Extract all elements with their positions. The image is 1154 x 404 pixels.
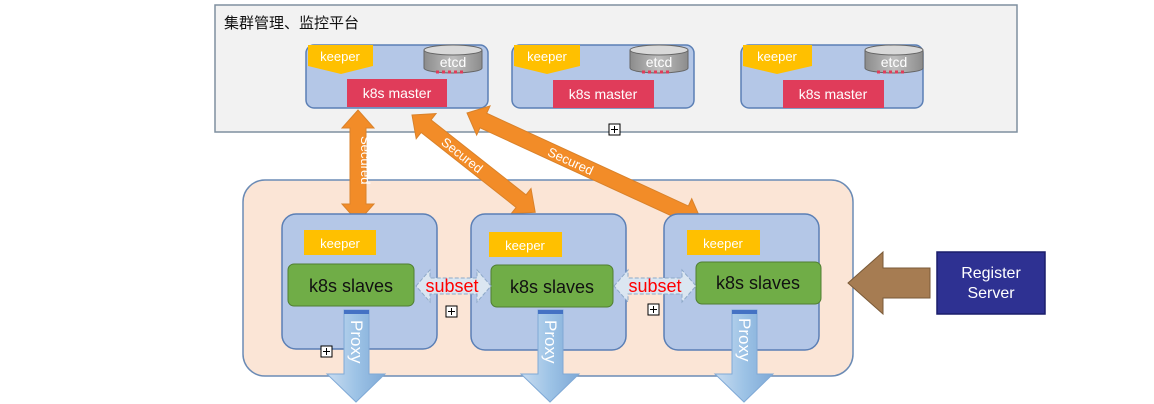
keeper-label: keeper bbox=[320, 236, 360, 251]
proxy-label: Proxy bbox=[735, 318, 754, 362]
keeper-label: keeper bbox=[527, 49, 567, 64]
proxy-label: Proxy bbox=[541, 320, 560, 364]
keeper-tag bbox=[514, 45, 580, 74]
register-arrow bbox=[847, 250, 931, 316]
keeper-label: keeper bbox=[757, 49, 797, 64]
k8s-master-box bbox=[783, 80, 884, 108]
etcd-database-icon bbox=[423, 44, 483, 74]
k8s-master-label: k8s master bbox=[569, 86, 638, 102]
subset-arrow-2: subset bbox=[613, 268, 697, 304]
expand-icon[interactable] bbox=[647, 303, 660, 316]
etcd-database-icon bbox=[864, 44, 924, 74]
secured-label: Secured bbox=[545, 144, 595, 178]
subset-label: subset bbox=[628, 276, 681, 296]
keeper-tag bbox=[304, 230, 376, 255]
keeper-tag bbox=[687, 230, 760, 255]
k8s-slaves-label: k8s slaves bbox=[510, 277, 594, 297]
etcd-label: etcd bbox=[881, 54, 907, 70]
secured-arrow-vertical: Secured bbox=[340, 109, 376, 223]
keeper-label: keeper bbox=[320, 49, 360, 64]
k8s-slaves-label: k8s slaves bbox=[716, 273, 800, 293]
panel-title: 集群管理、监控平台 bbox=[224, 14, 359, 32]
keeper-tag bbox=[308, 45, 373, 74]
proxy-label: Proxy bbox=[347, 320, 366, 364]
k8s-master-box bbox=[553, 80, 654, 108]
k8s-slaves-label: k8s slaves bbox=[309, 276, 393, 296]
expand-icon[interactable] bbox=[608, 123, 621, 136]
expand-icon[interactable] bbox=[320, 345, 333, 358]
keeper-label: keeper bbox=[703, 236, 743, 251]
k8s-master-label: k8s master bbox=[363, 85, 432, 101]
register-server-label-line2: Server bbox=[967, 285, 1015, 302]
proxy-arrow-2: Proxy bbox=[519, 309, 581, 403]
secured-label: Secured bbox=[358, 136, 373, 184]
subset-label: subset bbox=[425, 276, 478, 296]
expand-icon[interactable] bbox=[445, 305, 458, 318]
master-node-2: keeper etcd k8s master bbox=[511, 44, 695, 109]
keeper-tag bbox=[489, 232, 562, 257]
keeper-tag bbox=[743, 45, 812, 74]
etcd-database-icon bbox=[629, 44, 689, 74]
register-server-label-line1: Register bbox=[961, 265, 1021, 282]
etcd-label: etcd bbox=[440, 54, 466, 70]
k8s-master-label: k8s master bbox=[799, 86, 868, 102]
register-server: Register Server bbox=[936, 251, 1046, 315]
master-node-1: keeper etcd k8s master bbox=[305, 44, 489, 109]
proxy-arrow-3: Proxy bbox=[713, 309, 775, 403]
master-node-3: keeper etcd k8s master bbox=[740, 44, 924, 109]
k8s-slaves-box bbox=[695, 261, 822, 305]
k8s-master-box bbox=[347, 79, 447, 107]
keeper-label: keeper bbox=[505, 238, 545, 253]
etcd-label: etcd bbox=[646, 54, 672, 70]
proxy-arrow-1: Proxy bbox=[325, 309, 387, 403]
k8s-slaves-box bbox=[287, 263, 415, 307]
secured-label: Secured bbox=[438, 134, 485, 176]
slave-node-2: keeper k8s slaves bbox=[470, 213, 627, 351]
subset-arrow-1: subset bbox=[415, 268, 492, 304]
